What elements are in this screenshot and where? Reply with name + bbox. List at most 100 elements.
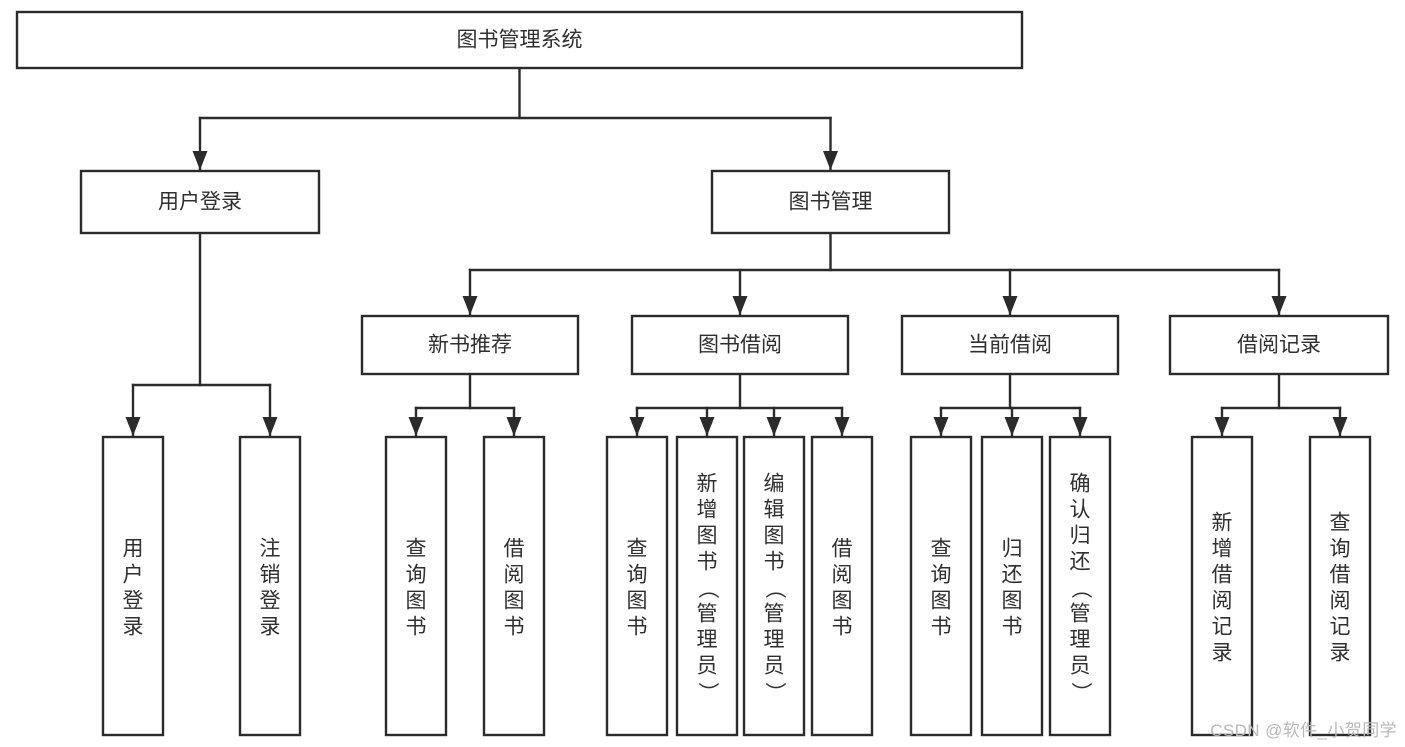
node-box[interactable] [810, 435, 874, 737]
arrow-head-icon [933, 417, 949, 436]
node-label-char: 录 [123, 615, 144, 638]
node-box[interactable] [742, 435, 806, 737]
node-box[interactable] [630, 314, 850, 376]
node-label-char: 录 [1330, 641, 1351, 664]
level2-node-borrow-record[interactable]: 借阅记录 [1168, 314, 1390, 376]
arrow-head-icon [462, 296, 478, 315]
node-label-char: 书 [931, 615, 952, 638]
node-label-char: 借 [504, 537, 525, 560]
node-label-char: 查 [931, 537, 952, 560]
node-box[interactable] [1168, 314, 1390, 376]
node-label-char: 归 [1002, 537, 1023, 560]
arrow-head-icon [834, 417, 850, 436]
node-label-char: 用 [123, 537, 144, 560]
arrow-head-icon [262, 417, 278, 436]
node-label-char: 询 [406, 563, 427, 586]
node-label-char: 借 [1330, 563, 1351, 586]
node-box[interactable] [1190, 435, 1254, 737]
node-label-char: 还 [1002, 563, 1023, 586]
arrow-head-icon [408, 417, 424, 436]
node-label-char: 登 [260, 589, 281, 612]
node-box[interactable] [675, 435, 739, 737]
node-box[interactable] [980, 435, 1044, 737]
node-label-char: 增 [1212, 537, 1233, 560]
node-label: 图书借阅 [698, 334, 782, 357]
node-label-char: 新 [697, 472, 718, 495]
node-box[interactable] [909, 435, 973, 737]
arrow-head-icon [823, 151, 838, 170]
arrow-head-icon [766, 417, 782, 436]
level2-node-book-borrow[interactable]: 图书借阅 [630, 314, 850, 376]
arrow-head-icon [732, 296, 748, 315]
node-label-char: 阅 [504, 563, 525, 586]
node-label-char: 图 [832, 589, 853, 612]
arrow-head-icon [1002, 296, 1018, 315]
level1-node-user-login[interactable]: 用户登录 [79, 169, 321, 235]
arrow-head-icon [629, 417, 645, 436]
node-label-char: 查 [1330, 511, 1351, 534]
node-label-char: 管 [1070, 602, 1091, 625]
node-box[interactable] [384, 435, 448, 737]
node-label-char: 认 [1070, 498, 1091, 521]
node-box[interactable] [101, 435, 165, 737]
node-box[interactable] [1308, 435, 1372, 737]
level2-node-new-book-recommend[interactable]: 新书推荐 [360, 314, 580, 376]
level2-node-current-borrow[interactable]: 当前借阅 [900, 314, 1120, 376]
node-box[interactable] [79, 169, 321, 235]
csdn-watermark: CSDN @软件_小贺同学 [1210, 721, 1397, 740]
node-label-char: 查 [627, 537, 648, 560]
node-label-char: 图 [931, 589, 952, 612]
node-label-char: 阅 [832, 563, 853, 586]
node-box[interactable] [710, 169, 951, 235]
node-box[interactable] [360, 314, 580, 376]
node-box[interactable] [15, 10, 1024, 70]
node-label-char: 记 [1330, 615, 1351, 638]
node-label-char: 销 [260, 563, 281, 586]
node-label-char: 书 [406, 615, 427, 638]
arrow-head-icon [699, 417, 715, 436]
node-label-char: 图 [627, 589, 648, 612]
node-label-char: （ [1069, 578, 1092, 599]
node-box[interactable] [238, 435, 302, 737]
root-node-root[interactable]: 图书管理系统 [15, 10, 1024, 70]
node-label-char: 管 [764, 602, 785, 625]
node-label-char: 借 [832, 537, 853, 560]
node-label-char: 借 [1212, 563, 1233, 586]
node-label-char: 图 [697, 524, 718, 547]
node-label-char: 理 [764, 628, 785, 651]
node-label-char: 询 [1330, 537, 1351, 560]
node-label-char: 理 [1070, 628, 1091, 651]
level1-node-book-management[interactable]: 图书管理 [710, 169, 951, 235]
node-box[interactable] [900, 314, 1120, 376]
node-label-char: 阅 [1330, 589, 1351, 612]
node-label-char: 注 [260, 537, 281, 560]
node-label-char: 书 [832, 615, 853, 638]
node-label-char: 归 [1070, 524, 1091, 547]
node-label: 用户登录 [158, 191, 242, 214]
arrow-head-icon [1332, 417, 1348, 436]
node-label-char: ） [696, 682, 719, 703]
node-box[interactable] [605, 435, 669, 737]
leaf-node-leaf-user-login[interactable]: 用户登录 [101, 435, 165, 737]
node-box[interactable] [482, 435, 546, 737]
node-label-char: 确 [1070, 472, 1091, 495]
node-box[interactable] [1048, 435, 1112, 737]
node-label-char: 增 [697, 498, 718, 521]
node-label-char: 管 [697, 602, 718, 625]
node-label-char: 记 [1212, 615, 1233, 638]
arrow-head-icon [192, 151, 208, 170]
node-label: 当前借阅 [968, 334, 1052, 357]
